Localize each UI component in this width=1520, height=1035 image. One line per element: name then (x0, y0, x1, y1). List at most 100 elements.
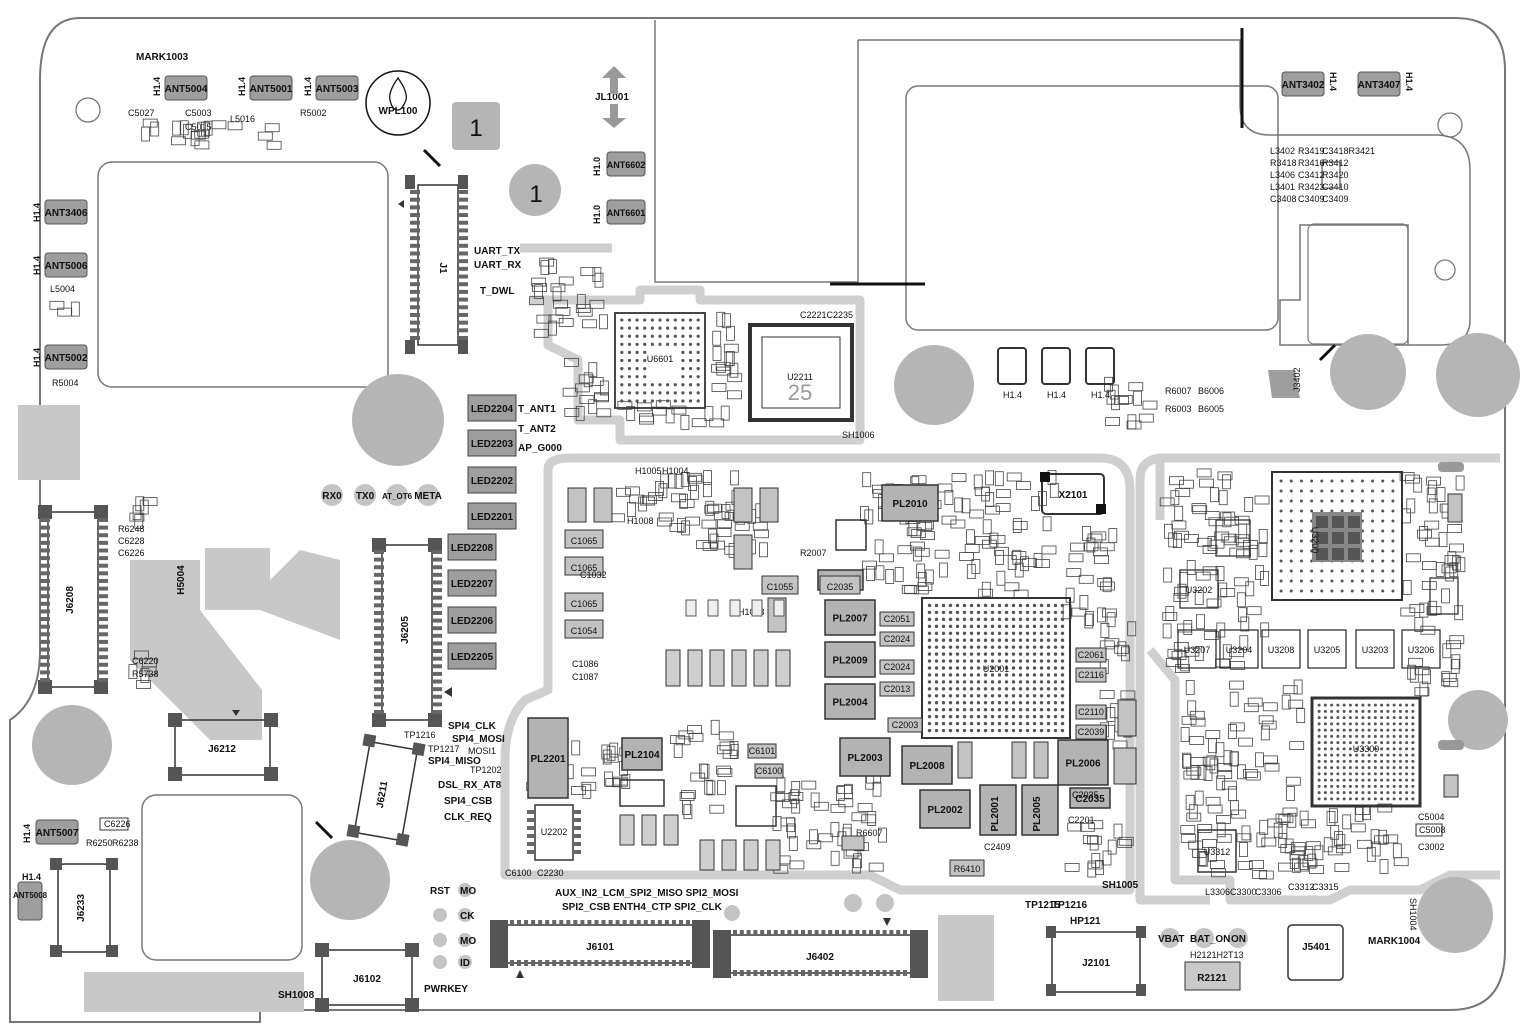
marker-lines (830, 28, 1244, 286)
bga-ball (990, 707, 995, 712)
smd-component (571, 786, 586, 795)
bga-ball (1299, 489, 1303, 493)
smd-component (1428, 600, 1438, 616)
c6228-label: C6228 (118, 536, 145, 546)
bga-ball (1361, 734, 1365, 738)
smd-component (1206, 755, 1216, 771)
bga-ball (1060, 652, 1065, 656)
passive-component (841, 835, 865, 851)
smd-component (1301, 819, 1316, 829)
bga-ball (1360, 589, 1364, 593)
bga-ball (1032, 659, 1037, 663)
smd-component (589, 299, 605, 309)
smd-component (1175, 488, 1191, 497)
bga-ball (1361, 772, 1365, 776)
smd-component (621, 774, 631, 789)
bga-ball (1053, 701, 1058, 705)
bga-ball (1350, 509, 1354, 513)
ant3-passive-label: C3408 (1270, 194, 1297, 204)
smd-component (1436, 487, 1446, 503)
bga-ball (1405, 766, 1409, 770)
bga-ball (997, 603, 1002, 608)
smd-component (680, 414, 690, 430)
bga-ball (1060, 721, 1065, 726)
bga-ball (1342, 766, 1346, 770)
bga-ball (1320, 499, 1324, 503)
bga-ball (1355, 747, 1359, 751)
smd-component (1259, 819, 1269, 835)
bga-ball (620, 375, 624, 379)
bga-ball (1373, 722, 1377, 726)
tp-bat-on: BAT_ON (1190, 934, 1230, 945)
bga-ball (948, 624, 953, 629)
thermal-via (1332, 516, 1344, 528)
fiducial-label: 1 (529, 181, 542, 208)
bga-ball (1011, 638, 1016, 642)
passive-component (754, 763, 784, 779)
connector-pin (601, 920, 606, 926)
smd-component (950, 519, 966, 529)
smd-component (861, 814, 877, 824)
bga-ball (1361, 791, 1365, 795)
bga-ball (1398, 741, 1402, 745)
smd-component (775, 793, 791, 802)
smd-component (996, 570, 1006, 586)
smd-component (727, 390, 742, 400)
bga-ball (1011, 721, 1016, 726)
bga-ball (983, 645, 988, 649)
t-ant2-label: T_ANT2 (518, 424, 556, 435)
smd-component (1004, 582, 1020, 592)
connector-pin (98, 586, 108, 591)
bga-ball (1360, 489, 1364, 493)
bga-ball (969, 617, 974, 622)
c5015-label: C5015 (185, 122, 212, 132)
smd-component (594, 393, 609, 403)
connector-pin (374, 588, 384, 593)
c3312-label: C3312 (1288, 882, 1315, 892)
bga-ball (696, 326, 700, 330)
bga-ball (1039, 728, 1044, 733)
passive-component (1011, 741, 1027, 779)
aux-line-label: AUX_IN2_LCM_SPI2_MISO SPI2_MOSI (555, 888, 739, 899)
ant-label: ANT5007 (36, 828, 79, 839)
bga-ball (1361, 753, 1365, 757)
smd-component (722, 749, 738, 759)
bga-ball (1398, 784, 1402, 788)
smd-component (548, 259, 557, 275)
bga-ball (941, 617, 946, 622)
smd-component (142, 118, 158, 128)
smd-component (711, 383, 727, 393)
smd-component (1366, 846, 1376, 862)
bga-ball (1289, 479, 1293, 483)
bottom-connectors: J6101 J6402 J2101 HP121 VBAT BAT_ON ON H… (490, 898, 1421, 996)
connector-pin (410, 220, 420, 225)
bga-ball (927, 728, 932, 733)
smd-component (1336, 844, 1351, 854)
trace-right (1135, 453, 1500, 905)
bga-ball (1380, 772, 1384, 776)
bga-ball (1371, 529, 1375, 533)
bga-ball (1398, 709, 1402, 713)
bga-ball (688, 334, 693, 338)
bga-ball (1011, 673, 1016, 677)
connector-pin (374, 633, 384, 638)
smd-component (680, 471, 690, 487)
smd-component (924, 569, 934, 585)
u2202-label: U2202 (541, 827, 568, 837)
bga-ball (927, 617, 932, 622)
bga-ball (1336, 791, 1340, 795)
connector-pin (410, 297, 420, 302)
smd-component (1102, 850, 1112, 866)
connector-pin (458, 297, 468, 302)
bga-ball (1411, 741, 1415, 745)
bga-ball (1025, 610, 1030, 615)
connector-pin (410, 251, 420, 256)
bga-ball (1032, 701, 1037, 705)
connector-pin (410, 282, 420, 287)
bga-ball (990, 728, 995, 733)
smd-component (872, 781, 882, 797)
smd-component (1336, 834, 1346, 849)
connector-pin (374, 687, 384, 692)
bga-ball (1004, 638, 1009, 642)
bga-ball (1004, 701, 1009, 705)
